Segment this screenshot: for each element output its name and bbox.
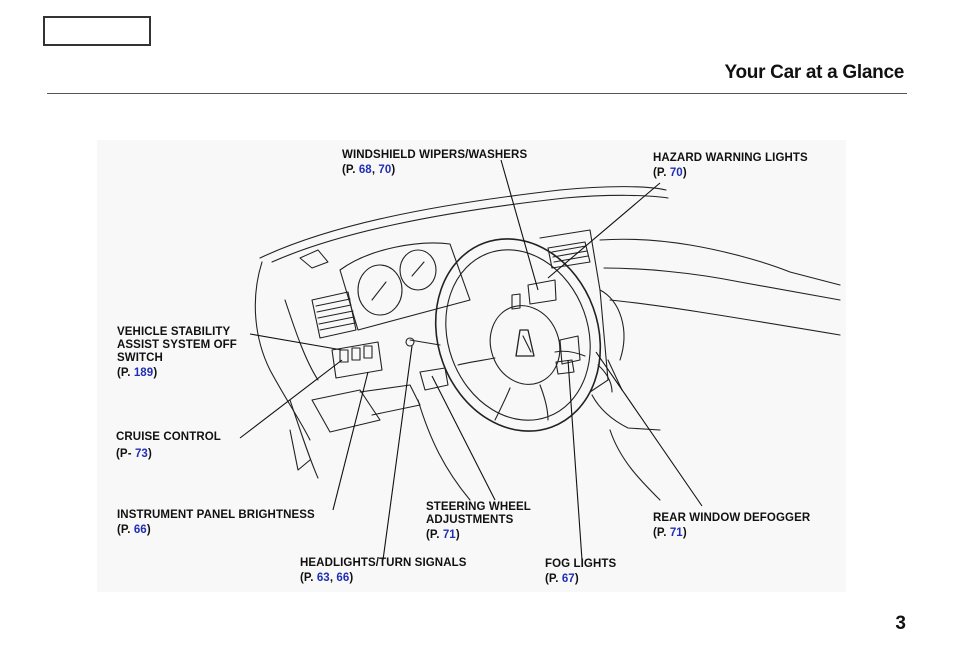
page-link[interactable]: 71 — [669, 527, 683, 539]
callout-label-line: ADJUSTMENTS — [426, 514, 514, 526]
dashboard-illustration-area — [97, 140, 846, 592]
page-number: 3 — [895, 613, 906, 634]
callout-page-ref: (P. 66) — [117, 524, 151, 536]
callout-instrument-brightness: INSTRUMENT PANEL BRIGHTNESS (P. 66) — [117, 509, 315, 537]
callout-rear-defogger: REAR WINDOW DEFOGGER (P. 71) — [653, 512, 810, 540]
callout-vsa-switch: VEHICLE STABILITY ASSIST SYSTEM OFF SWIT… — [117, 326, 237, 380]
callout-label-line: ASSIST SYSTEM OFF — [117, 339, 237, 351]
callout-fog-lights: FOG LIGHTS (P. 67) — [545, 558, 616, 586]
page-link[interactable]: 73 — [134, 448, 148, 460]
callout-page-ref: (P. 70) — [653, 167, 687, 179]
callout-page-ref: (P. 189) — [117, 367, 158, 379]
page-link[interactable]: 67 — [561, 573, 575, 585]
callout-label: CRUISE CONTROL — [116, 431, 221, 443]
page-link[interactable]: 66 — [133, 524, 147, 536]
corner-tab-box — [43, 16, 151, 46]
callout-label-line: SWITCH — [117, 352, 163, 364]
callout-page-ref: (P- 73) — [116, 448, 152, 460]
callout-page-ref: (P. 67) — [545, 573, 579, 585]
callout-label: INSTRUMENT PANEL BRIGHTNESS — [117, 509, 315, 521]
callout-page-ref: (P. 68, 70) — [342, 164, 396, 176]
callout-label: HEADLIGHTS/TURN SIGNALS — [300, 557, 467, 569]
callout-hazard-lights: HAZARD WARNING LIGHTS (P. 70) — [653, 152, 808, 180]
callout-headlights-turn-signals: HEADLIGHTS/TURN SIGNALS (P. 63, 66) — [300, 557, 467, 585]
title-divider — [47, 93, 907, 94]
page-link[interactable]: 68 — [358, 164, 372, 176]
callout-cruise-control: CRUISE CONTROL (P- 73) — [116, 431, 221, 461]
callout-label: FOG LIGHTS — [545, 558, 617, 570]
callout-label: WINDSHIELD WIPERS/WASHERS — [342, 149, 528, 161]
page-link[interactable]: 63 — [316, 572, 330, 584]
page-link[interactable]: 70 — [669, 167, 683, 179]
page-link[interactable]: 70 — [378, 164, 392, 176]
callout-steering-adjustments: STEERING WHEEL ADJUSTMENTS (P. 71) — [426, 501, 531, 542]
callout-page-ref: (P. 71) — [653, 527, 687, 539]
callout-windshield-wipers: WINDSHIELD WIPERS/WASHERS (P. 68, 70) — [342, 149, 527, 177]
page-link[interactable]: 71 — [442, 529, 456, 541]
page-title: Your Car at a Glance — [724, 62, 905, 83]
callout-label-line: VEHICLE STABILITY — [117, 326, 231, 338]
callout-page-ref: (P. 63, 66) — [300, 572, 354, 584]
page-link[interactable]: 66 — [336, 572, 350, 584]
callout-page-ref: (P. 71) — [426, 529, 460, 541]
callout-label-line: STEERING WHEEL — [426, 501, 531, 513]
page-link[interactable]: 189 — [133, 367, 154, 379]
callout-label: HAZARD WARNING LIGHTS — [653, 152, 808, 164]
callout-label: REAR WINDOW DEFOGGER — [653, 512, 811, 524]
